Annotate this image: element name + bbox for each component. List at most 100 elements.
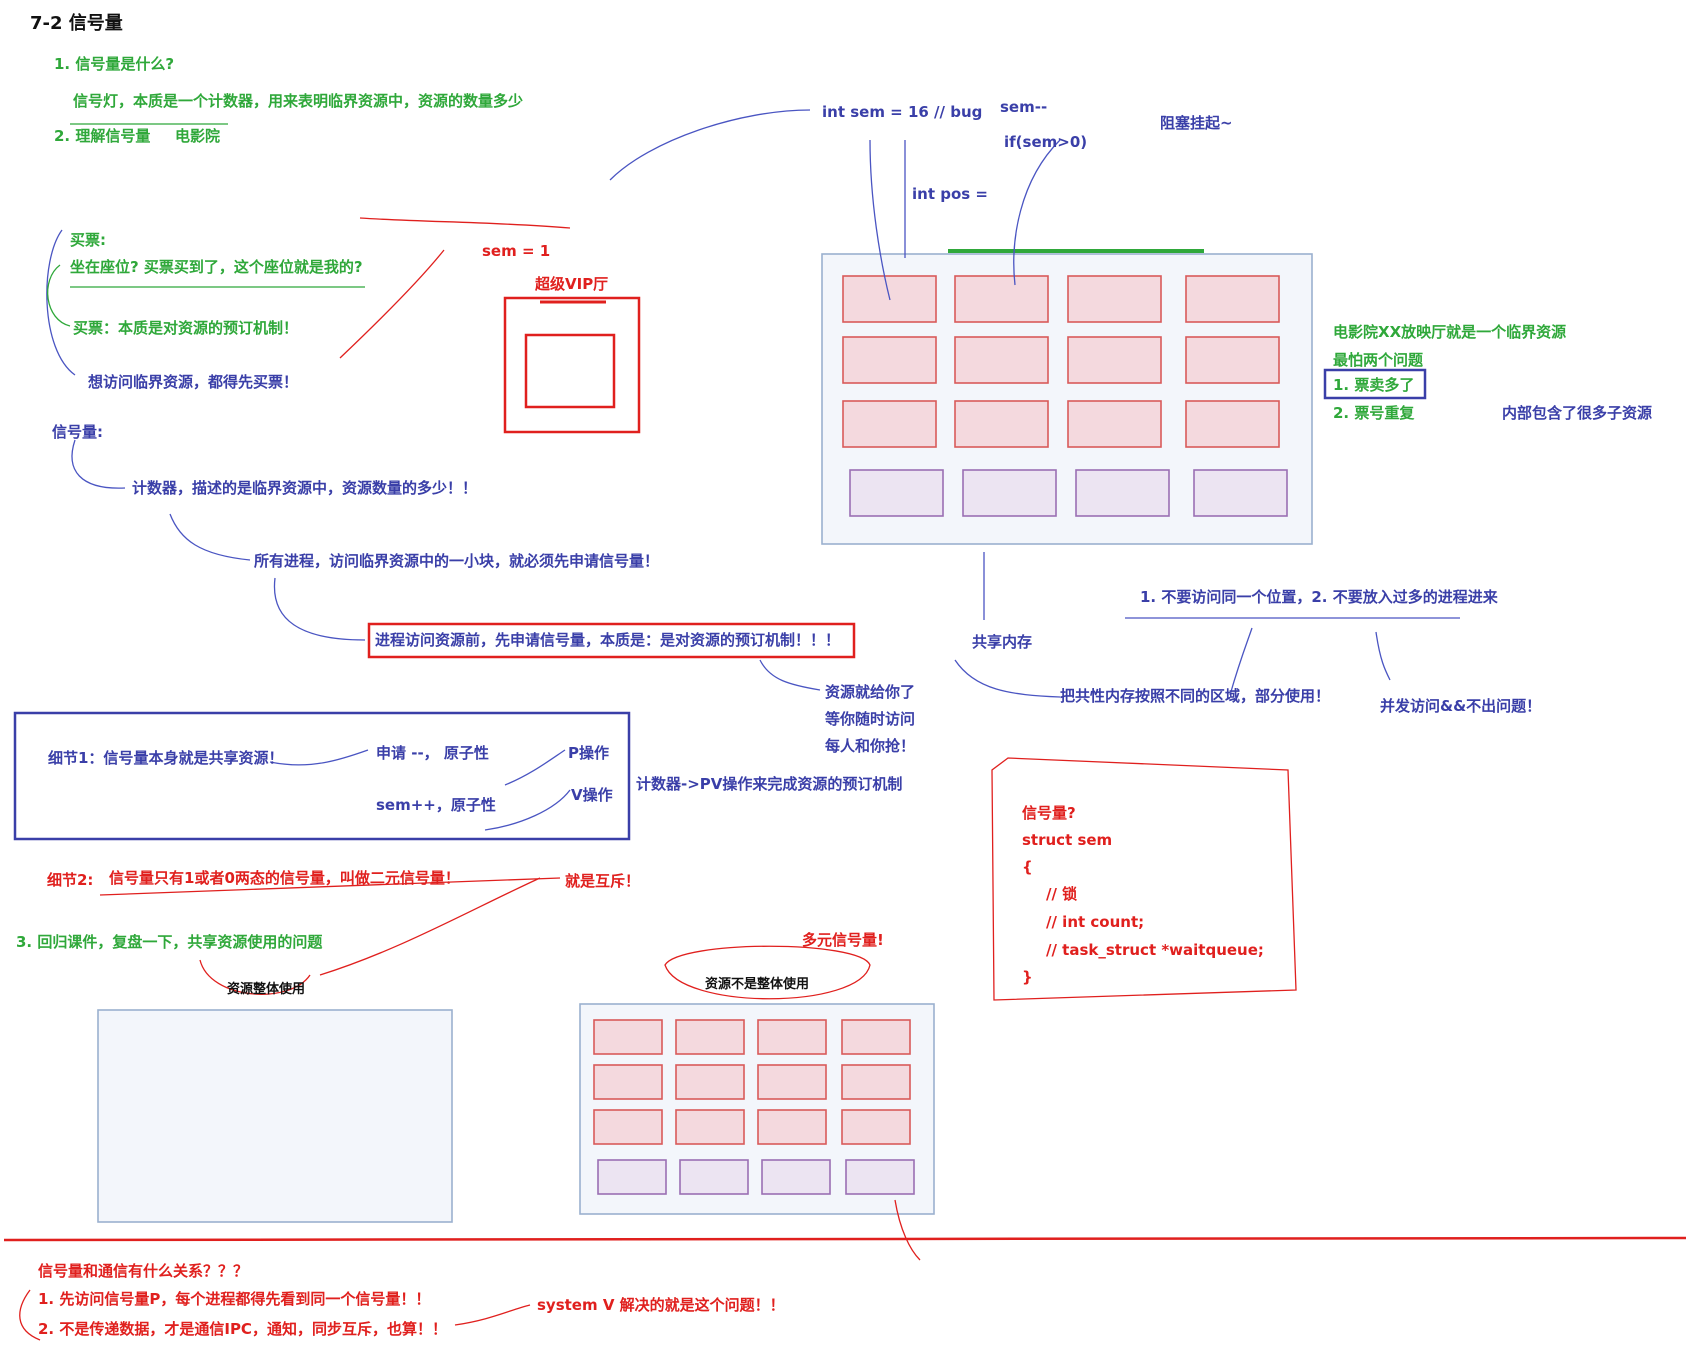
multi-seat: [841, 1019, 911, 1055]
connector: [47, 264, 71, 327]
multi-seat: [757, 1109, 827, 1145]
vip-seat-box: [524, 333, 616, 409]
given-line-3: 每人和你抢！: [825, 737, 916, 755]
connector: [484, 789, 571, 831]
multi-seat: [593, 1064, 663, 1100]
hall-seat-back: [1075, 469, 1170, 517]
code-line-7: }: [1022, 968, 1033, 986]
sem-decrement: sem--: [1000, 98, 1048, 116]
connector: [954, 659, 1061, 698]
oversold-box: [1323, 368, 1427, 400]
hall-seat: [842, 336, 937, 384]
hall-seat-back: [1193, 469, 1288, 517]
proc-essence-box: [367, 622, 856, 659]
multi-seat: [593, 1019, 663, 1055]
hall-seats: [842, 275, 1288, 517]
v-operation: V操作: [571, 786, 613, 804]
review-line: 3. 回归课件，复盘一下，共享资源使用的问题: [16, 933, 323, 951]
vip-hall-label: 超级VIP厅: [535, 275, 609, 293]
cinema-critical: 电影院XX放映厅就是一个临界资源: [1333, 323, 1567, 341]
multi-seats: [593, 1019, 915, 1195]
ipc-point-1: 1. 先访问信号量P，每个进程都得先看到同一个信号量！！: [38, 1290, 431, 1308]
hall-seat: [1067, 400, 1162, 448]
connector: [504, 749, 566, 786]
ipc-question: 信号量和通信有什么关系？？？: [38, 1262, 249, 1280]
connector: [359, 217, 571, 229]
whole-use-label: 资源整体使用: [227, 982, 306, 997]
detail-1: 细节1：信号量本身就是共享资源！: [48, 749, 284, 767]
access-rule: 想访问临界资源，都得先买票！: [88, 373, 299, 391]
connector: [319, 877, 541, 976]
multi-seat: [675, 1109, 745, 1145]
connector: [71, 439, 126, 489]
multi-seat: [841, 1109, 911, 1145]
connector: [1013, 139, 1061, 286]
multi-seat-back: [679, 1159, 749, 1195]
hall-seat: [1185, 275, 1280, 323]
connector: [759, 659, 821, 691]
concurrent-ok: 并发访问&&不出问题！: [1380, 697, 1542, 715]
code-line-5: // int count;: [1046, 913, 1145, 931]
connector: [869, 139, 891, 301]
hall-seat: [954, 400, 1049, 448]
connector: [894, 1199, 921, 1261]
hall-seat: [954, 336, 1049, 384]
question-2: 2. 理解信号量: [54, 127, 151, 145]
not-whole-circle: [664, 945, 871, 1000]
multi-seat: [593, 1109, 663, 1145]
detail-2: 信号量只有1或者0两态的信号量，叫做二元信号量！: [109, 869, 460, 887]
code-box-outline: [991, 757, 1297, 1001]
connector: [19, 1289, 41, 1341]
sem-eq-1: sem = 1: [482, 242, 551, 260]
pv-mechanism: 计数器->PV操作来完成资源的预订机制: [636, 775, 903, 793]
connector: [99, 877, 561, 896]
whole-use-hall: [97, 1009, 453, 1223]
release-atomic: sem++，原子性: [376, 796, 496, 814]
int-sem-code: int sem = 16 // bug: [822, 103, 983, 121]
code-line-6: // task_struct *waitqueue;: [1046, 941, 1264, 959]
p-operation: P操作: [568, 744, 609, 762]
section-divider: [3, 1236, 1686, 1242]
code-line-1: 信号量?: [1022, 804, 1076, 822]
counter-desc: 计数器，描述的是临界资源中，资源数量的多少！！: [132, 479, 478, 497]
hall-seat: [1185, 400, 1280, 448]
given-line-2: 等你随时访问: [825, 710, 916, 728]
cinema-two-problems: 最怕两个问题: [1333, 351, 1424, 369]
page-title: 7-2 信号量: [30, 13, 123, 34]
connector: [1229, 627, 1253, 696]
buy-essence: 买票：本质是对资源的预订机制！: [73, 319, 299, 337]
connector: [454, 1304, 531, 1326]
shared-memory: 共享内存: [972, 633, 1033, 651]
code-line-4: // 锁: [1046, 885, 1078, 903]
apply-atomic: 申请 --， 原子性: [376, 744, 489, 762]
not-whole-label: 资源不是整体使用: [705, 977, 810, 992]
buy-label: 买票:: [70, 231, 106, 249]
detail-2-label: 细节2:: [47, 871, 94, 889]
vip-hall-box: [503, 296, 641, 434]
detail1-box: [13, 711, 631, 841]
multi-seat: [675, 1064, 745, 1100]
mutex-label: 就是互斥！: [565, 872, 641, 890]
hall-seat-back: [962, 469, 1057, 517]
access-rules: 1. 不要访问同一个位置，2. 不要放入过多的进程进来: [1140, 588, 1498, 606]
connector: [609, 109, 811, 181]
hall-seat: [842, 400, 937, 448]
connector: [46, 229, 76, 376]
question-1: 1. 信号量是什么?: [54, 55, 175, 73]
code-line-3: {: [1022, 858, 1033, 876]
question-2-target: 电影院: [175, 127, 221, 145]
process-essence: 进程访问资源前，先申请信号量，本质是：是对资源的预订机制！！！: [375, 631, 841, 649]
sysv-note: system V 解决的就是这个问题！！: [537, 1296, 785, 1314]
hall-seat: [954, 275, 1049, 323]
problem-duplicate: 2. 票号重复: [1333, 404, 1415, 422]
answer-1: 信号灯，本质是一个计数器，用来表明临界资源中，资源的数量多少: [73, 92, 524, 110]
connector: [339, 249, 445, 359]
connector: [1375, 631, 1391, 681]
hall-seat: [1067, 336, 1162, 384]
multi-sem-label: 多元信号量!: [802, 931, 884, 949]
sub-resources: 内部包含了很多子资源: [1502, 404, 1653, 422]
hall-seat-back: [849, 469, 944, 517]
whole-use-circle: [199, 959, 311, 995]
ipc-point-2: 2. 不是传递数据，才是通信IPC，通知，同步互斥，也算！！: [38, 1320, 447, 1338]
